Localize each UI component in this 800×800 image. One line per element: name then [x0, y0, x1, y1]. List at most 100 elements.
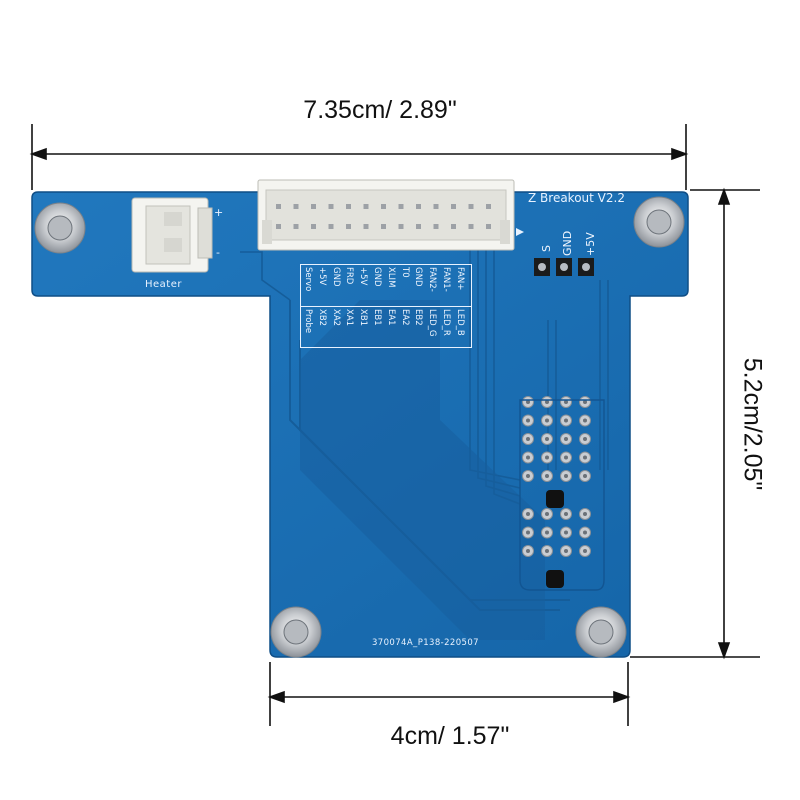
pin-map-cell: FAN1- — [441, 267, 451, 292]
pin-map-cell: EB1 — [372, 309, 382, 326]
solder-pad-hole — [526, 474, 530, 478]
pin-map-cell: XA2 — [330, 309, 341, 327]
header-pin — [293, 204, 299, 209]
pin-array-upper — [522, 396, 591, 482]
solder-pad-hole — [564, 455, 568, 460]
pin1-marker — [516, 228, 524, 236]
solder-pad-hole — [526, 530, 530, 535]
pcb-shade-region — [300, 300, 545, 640]
bottom-width-dimension-label: 4cm/ 1.57" — [390, 722, 510, 750]
board-title: Z Breakout V2.2 — [528, 191, 625, 205]
solder-pad-hole — [545, 437, 549, 441]
solder-pad-hole — [526, 437, 530, 441]
solder-pad-hole — [545, 549, 549, 553]
mounting-hole-top-left — [34, 202, 86, 254]
three-pin-header — [534, 258, 594, 276]
pin-map-cell: GND — [330, 267, 341, 287]
ribbon-header-connector — [257, 179, 515, 251]
pin-map-divider — [301, 306, 471, 308]
header-pin — [451, 204, 456, 209]
solder-pad-hole — [564, 549, 568, 553]
solder-pad-hole — [583, 418, 587, 423]
header-pin — [381, 224, 386, 229]
solder-pad-hole — [564, 400, 568, 404]
header-pin — [328, 204, 334, 209]
solder-pad-hole — [526, 400, 530, 404]
mounting-hole-bottom-right — [575, 606, 627, 658]
pin-map-cell: LED_R — [441, 309, 451, 336]
solder-pad-hole — [564, 512, 568, 516]
solder-pad-hole — [545, 530, 549, 535]
header-pin — [293, 224, 299, 229]
width-dimension-label: 7.35cm/ 2.89" — [303, 96, 457, 124]
pin-map-cell: XA1 — [344, 309, 355, 327]
mounting-hole-top-right — [633, 196, 685, 248]
solder-pad-hole — [564, 530, 568, 535]
solder-pad-hole — [583, 455, 587, 460]
solder-pad-hole — [583, 512, 587, 516]
header-pin — [416, 224, 421, 229]
pin-array-lower — [522, 508, 591, 557]
header-pin — [328, 224, 334, 229]
pin-map-cell: GND — [413, 267, 424, 287]
header-pin — [346, 224, 351, 229]
pin-map-cell: XLIM — [385, 267, 396, 288]
heater-connector — [131, 197, 213, 273]
pin-map-cell: EA1 — [385, 309, 396, 326]
solder-pad-hole — [564, 437, 568, 441]
solder-pad-hole — [526, 512, 530, 516]
header-pin — [486, 204, 491, 209]
header-pin — [398, 204, 404, 209]
pin-map-cell: Servo — [303, 267, 313, 292]
solder-pad-hole — [583, 437, 587, 441]
pin-label-gnd: GND — [561, 230, 574, 256]
pin-map-cell: EB2 — [413, 309, 424, 326]
height-dimension-label: 5.2cm/2.05" — [738, 357, 767, 491]
pin-map-cell: XB1 — [358, 309, 369, 327]
black-marker-upper — [546, 490, 564, 508]
heater-minus-label: - — [216, 246, 220, 259]
solder-pad-hole — [526, 455, 530, 460]
solder-pad-hole — [545, 400, 549, 404]
solder-pad-hole — [526, 549, 530, 553]
right-dimension-line — [630, 187, 760, 660]
mounting-hole-bottom-left — [270, 606, 322, 658]
heater-label: Heater — [145, 279, 182, 290]
heater-plus-label: + — [214, 206, 224, 219]
pin-map-cell: T0 — [399, 267, 410, 278]
pin-map-cell: Probe — [303, 309, 313, 334]
pin-map-cell: FRD — [344, 267, 355, 285]
header-pin — [276, 224, 281, 229]
solder-pad-hole — [583, 474, 587, 478]
black-marker-lower — [546, 570, 564, 588]
header-pin — [433, 204, 439, 209]
pin-map-cell: LED_G — [427, 309, 438, 337]
pin-map-cell: GND — [372, 267, 382, 287]
header-pin — [433, 224, 439, 229]
header-pin — [468, 204, 474, 209]
pin-map-cell: +5V — [316, 267, 327, 286]
header-pin — [451, 224, 456, 229]
top-dimension-line — [29, 124, 689, 190]
pin-map-cell: LED_B — [454, 309, 465, 336]
pin-label-s: S — [540, 245, 553, 252]
header-pin — [311, 224, 316, 229]
pin-array-outline — [519, 399, 605, 591]
bottom-dimension-line — [267, 662, 631, 726]
solder-pad-hole — [583, 549, 587, 553]
solder-pad-hole — [564, 474, 568, 478]
solder-pad-hole — [545, 512, 549, 516]
solder-pad-hole — [545, 455, 549, 460]
header-pin — [381, 204, 386, 209]
solder-pad-hole — [545, 418, 549, 423]
header-pin — [346, 204, 351, 209]
serial-number: 370074A_P138-220507 — [372, 638, 479, 648]
header-pin — [416, 204, 421, 209]
header-pin — [311, 204, 316, 209]
pin-map-cell: +5V — [358, 267, 369, 286]
pin-map-cell: FAN2- — [427, 267, 438, 292]
header-pin — [276, 204, 281, 209]
solder-pad-hole — [545, 474, 549, 478]
